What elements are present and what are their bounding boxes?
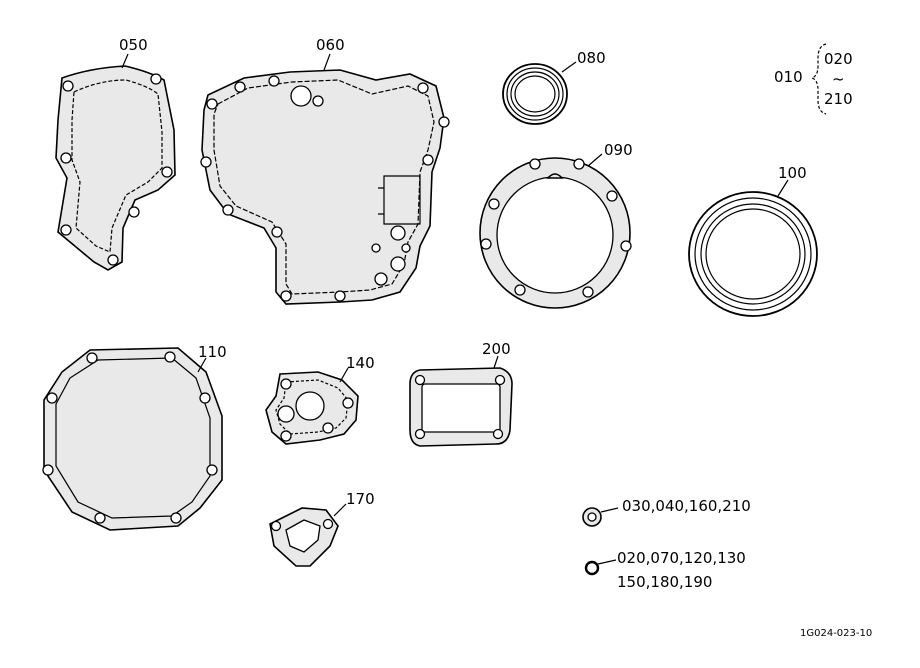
label-170: 170 bbox=[346, 490, 375, 508]
seal-080: 080 bbox=[502, 49, 606, 125]
gasket-050: 050 bbox=[55, 36, 176, 271]
label-010: 010 bbox=[774, 68, 803, 86]
label-050: 050 bbox=[119, 36, 148, 54]
gasket-090: 090 bbox=[479, 141, 633, 309]
gasket-060: 060 bbox=[200, 36, 450, 305]
gasket-110: 110 bbox=[42, 343, 227, 531]
legend-oring-text-2: 150,180,190 bbox=[617, 573, 712, 591]
label-080: 080 bbox=[577, 49, 606, 67]
label-020: 020 bbox=[824, 50, 853, 68]
label-140: 140 bbox=[346, 354, 375, 372]
label-100: 100 bbox=[778, 164, 807, 182]
label-090: 090 bbox=[604, 141, 633, 159]
legend-oring: 020,070,120,130 150,180,190 bbox=[584, 549, 746, 591]
gasket-170: 170 bbox=[269, 490, 375, 567]
legend-washer-text: 030,040,160,210 bbox=[622, 497, 751, 515]
label-tilde: ~ bbox=[832, 70, 845, 88]
label-200: 200 bbox=[482, 340, 511, 358]
drawing-code: 1G024-023-10 bbox=[800, 628, 872, 639]
label-060: 060 bbox=[316, 36, 345, 54]
kit-reference: 010 020 ~ 210 bbox=[774, 43, 853, 115]
gasket-140: 140 bbox=[265, 354, 375, 445]
label-210: 210 bbox=[824, 90, 853, 108]
label-110: 110 bbox=[198, 343, 227, 361]
legend-oring-text-1: 020,070,120,130 bbox=[617, 549, 746, 567]
seal-100: 100 bbox=[688, 164, 818, 317]
gasket-200: 200 bbox=[409, 340, 513, 447]
legend-washer: 030,040,160,210 bbox=[582, 497, 751, 527]
